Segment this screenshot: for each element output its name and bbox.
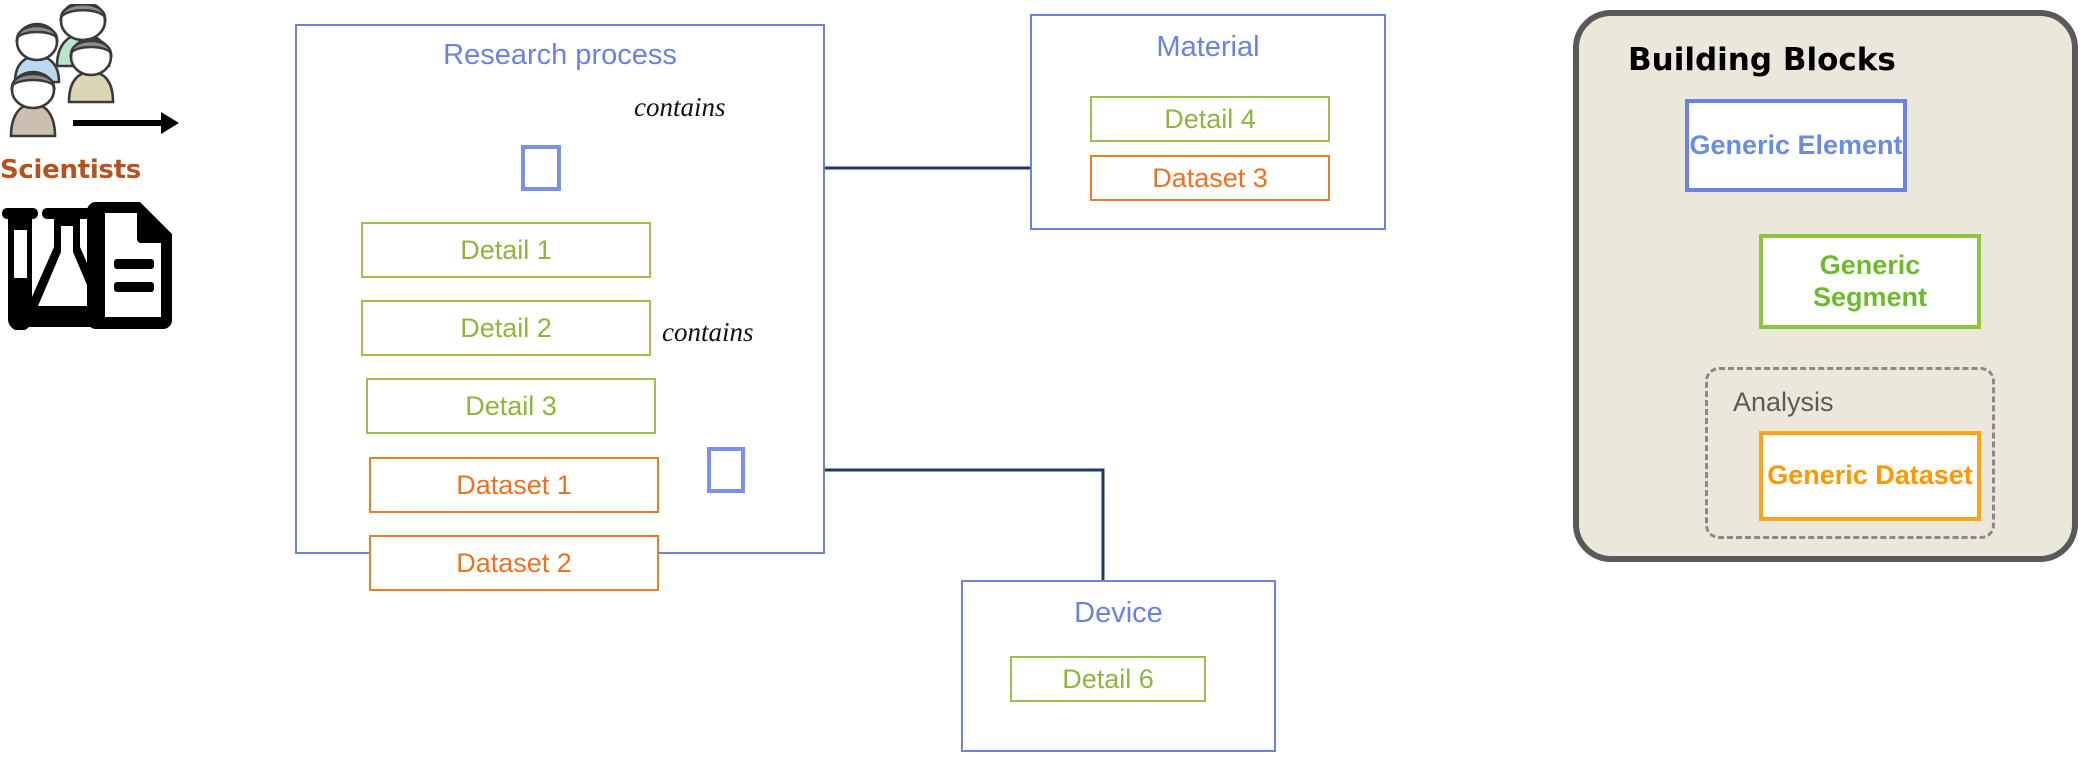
arrow-right-icon	[73, 112, 179, 134]
research-process-detail-3[interactable]: Detail 3	[366, 378, 656, 434]
entity-device-title: Device	[1074, 597, 1163, 629]
entity-research-process-title: Research process	[443, 39, 677, 71]
research-process-detail-2[interactable]: Detail 2	[361, 300, 651, 356]
edge-label-contains-device: contains	[662, 317, 754, 347]
legend-analysis-label: Analysis	[1733, 387, 1834, 417]
research-process-detail-1[interactable]: Detail 1	[361, 222, 651, 278]
entity-material-title: Material	[1156, 31, 1260, 63]
building-blocks-title: Building Blocks	[1628, 42, 1896, 78]
material-dataset-3[interactable]: Dataset 3	[1090, 155, 1330, 201]
legend-generic-element-box[interactable]: Generic Element	[1685, 99, 1907, 192]
scientists-actor-group: Scientists	[0, 0, 200, 330]
detail-3-anchor-square[interactable]	[707, 447, 745, 493]
legend-generic-dataset-box[interactable]: Generic Dataset	[1759, 431, 1981, 521]
legend-analysis-group	[1705, 367, 1995, 539]
research-process-dataset-2[interactable]: Dataset 2	[369, 535, 659, 591]
lab-flask-document-icon	[2, 202, 172, 330]
legend-generic-segment-box[interactable]: Generic Segment	[1759, 234, 1981, 329]
people-group-icon	[9, 4, 179, 138]
research-process-dataset-1[interactable]: Dataset 1	[369, 457, 659, 513]
research-process-anchor-square[interactable]	[521, 145, 561, 191]
scientists-label: Scientists	[0, 155, 141, 185]
edge-label-contains-material: contains	[634, 92, 726, 122]
device-detail-6[interactable]: Detail 6	[1010, 656, 1206, 702]
material-detail-4[interactable]: Detail 4	[1090, 96, 1330, 142]
